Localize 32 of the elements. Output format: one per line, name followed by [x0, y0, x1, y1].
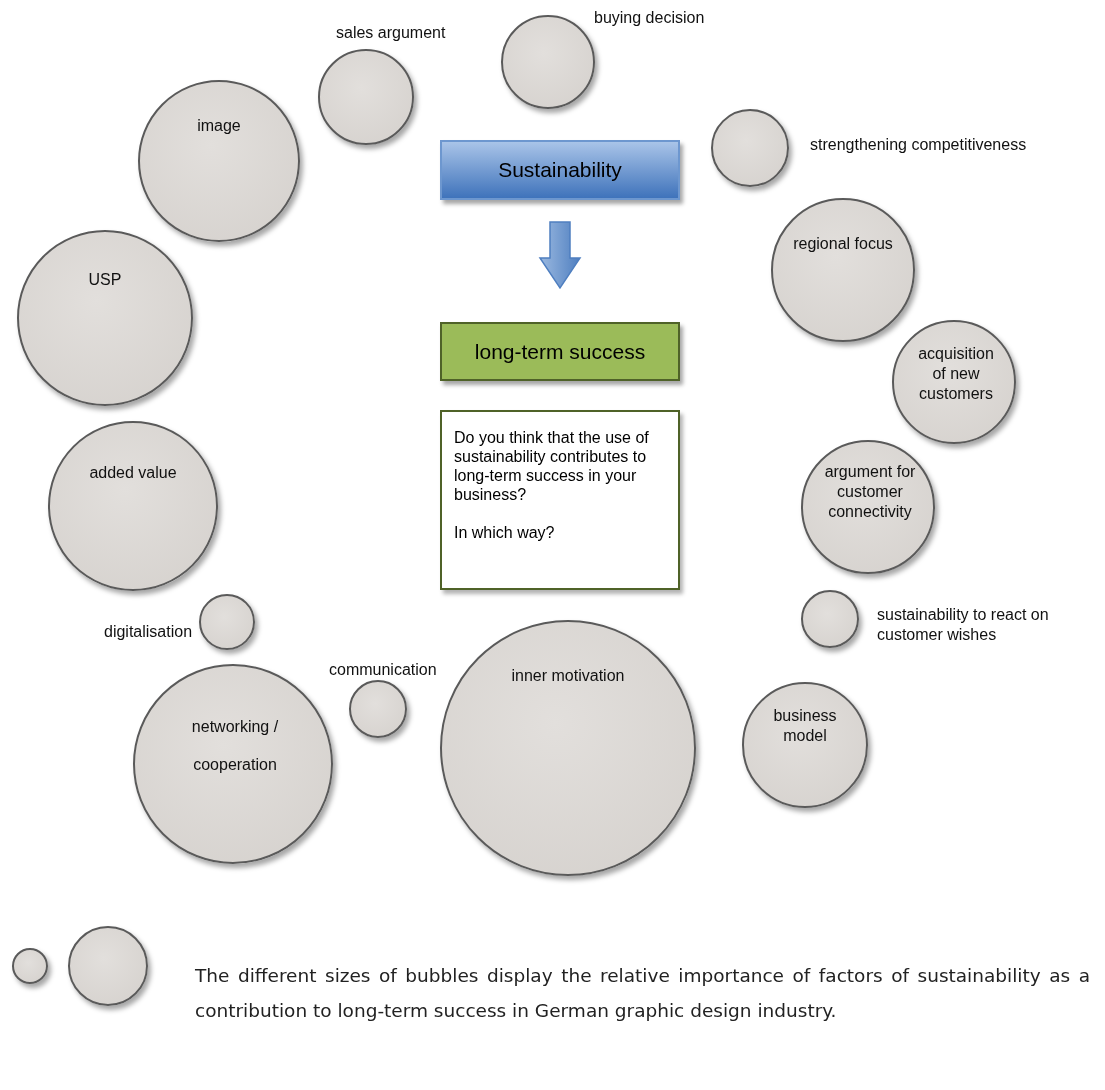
bubble	[349, 680, 407, 738]
question-text: In which way?	[454, 523, 556, 542]
block-arrow	[538, 221, 582, 290]
caption: The different sizes of bubbles display the relative importance of factors of sustainability as a contribution to long-term success in German graphic design industry.	[195, 964, 1090, 1023]
bubble-caption: digitalisation	[104, 622, 193, 642]
bubble	[68, 926, 148, 1006]
bubble-caption: communication	[329, 660, 437, 680]
bubble	[199, 594, 255, 650]
bubble	[801, 590, 859, 648]
bubble-label: USP	[87, 270, 123, 290]
bubble-label: added value	[88, 463, 178, 483]
bubble	[711, 109, 789, 187]
bubble	[12, 948, 48, 984]
bubble	[892, 320, 1016, 444]
bubble-label: image	[196, 116, 242, 136]
question-text: Do you think that the use of sustainability contributes to long-term success in your business?	[454, 428, 650, 504]
bubble-label: acquisition of new customers	[917, 344, 995, 404]
question-box	[440, 410, 680, 590]
box-label: Sustainability	[498, 158, 622, 182]
bubble-caption: sales argument	[336, 23, 446, 43]
bubble	[801, 440, 935, 574]
bubble-label: inner motivation	[510, 666, 626, 686]
bubble-caption: strengthening competitiveness	[810, 135, 1027, 155]
title-box	[440, 140, 680, 200]
result-box	[440, 322, 680, 381]
bubble-caption: buying decision	[594, 8, 705, 28]
bubble-label: argument for customer connectivity	[823, 462, 917, 522]
bubble-label: regional focus	[792, 234, 894, 254]
bubble-caption: sustainability to react on customer wishes	[877, 605, 1050, 645]
bubble-label: networking / cooperation	[190, 717, 280, 775]
bubble-label: business model	[772, 706, 838, 746]
box-label: long-term success	[474, 339, 646, 364]
